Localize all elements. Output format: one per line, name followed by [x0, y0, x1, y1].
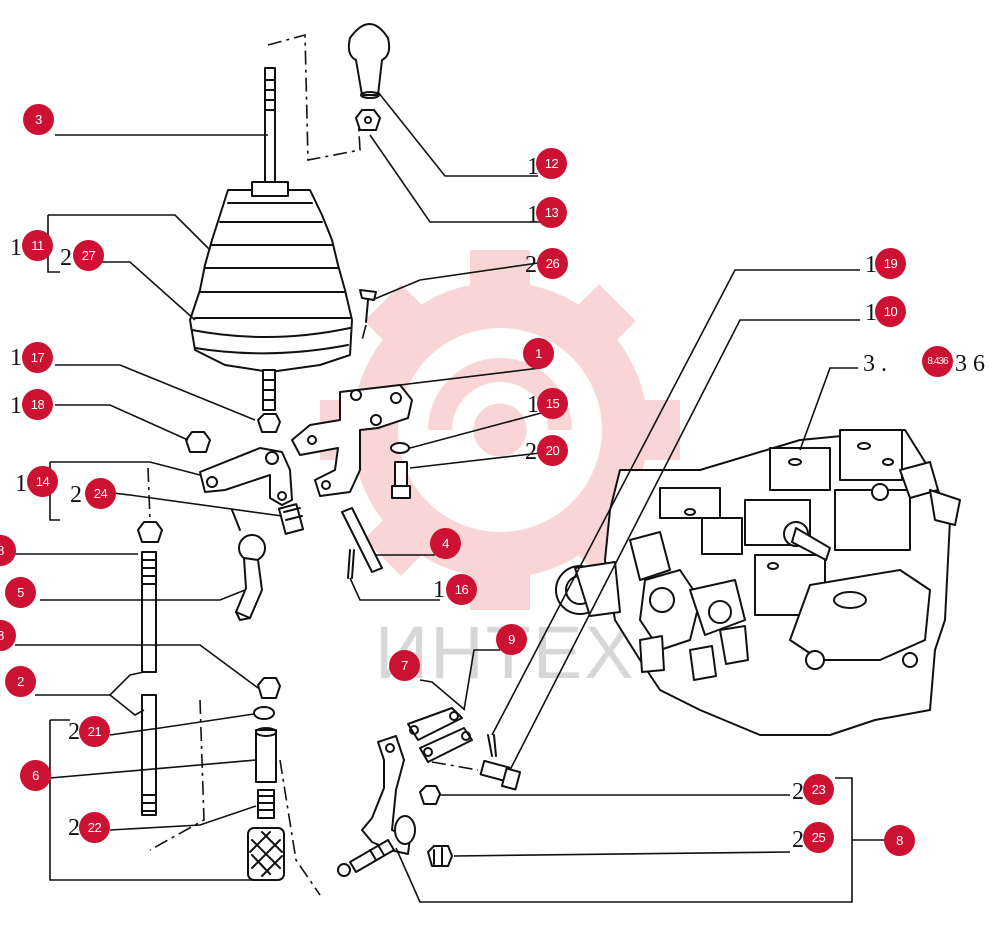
callout-24[interactable]: 24	[85, 478, 116, 509]
screw-part-26	[359, 289, 377, 341]
bracket-part-1	[291, 384, 413, 497]
threaded-rod-upper-part-2	[141, 551, 157, 673]
threaded-rod-lower-part-2	[141, 694, 157, 816]
nut-part-18	[185, 431, 211, 453]
callout-26[interactable]: 26	[537, 248, 568, 279]
printed-label-24: 2	[70, 482, 82, 508]
printed-label-10: 1	[865, 300, 877, 326]
callout-reference[interactable]: 8.436	[922, 346, 953, 377]
centerline-link	[431, 761, 479, 771]
links-part-7	[407, 707, 473, 763]
callout-7[interactable]: 7	[389, 650, 420, 681]
rubber-boot-part-11	[189, 181, 353, 373]
callout-14[interactable]: 14	[27, 466, 58, 497]
nut-part-23	[419, 785, 441, 805]
centerline-left-2	[149, 699, 205, 851]
callout-6[interactable]: 6	[20, 760, 51, 791]
callout-8-upper[interactable]: 8	[0, 535, 16, 566]
callout-17[interactable]: 17	[22, 342, 53, 373]
nut-part-17	[257, 413, 281, 433]
nut-part-25	[427, 845, 453, 867]
centerline-left-1	[147, 467, 151, 521]
printed-reference-suffix: 3 6	[955, 351, 985, 377]
washer-part-21	[253, 706, 275, 720]
printed-label-16: 1	[433, 577, 445, 603]
callout-2[interactable]: 2	[5, 666, 36, 697]
printed-label-15: 1	[527, 392, 539, 418]
lower-lever-arm	[361, 735, 416, 855]
callout-12[interactable]: 12	[536, 148, 567, 179]
printed-label-27: 2	[60, 245, 72, 271]
pin-rod-lower	[337, 839, 395, 877]
printed-label-26: 2	[525, 252, 537, 278]
ball-joint-part-5	[231, 509, 266, 621]
printed-label-21: 2	[68, 719, 80, 745]
callout-1[interactable]: 1	[523, 338, 554, 369]
printed-label-23: 2	[792, 779, 804, 805]
callout-23[interactable]: 23	[803, 774, 834, 805]
sleeve-part-6	[255, 727, 277, 783]
callout-18[interactable]: 18	[22, 389, 53, 420]
callout-13[interactable]: 13	[536, 197, 567, 228]
printed-label-11: 1	[10, 235, 22, 261]
knurled-sleeve-part-6	[247, 827, 285, 881]
callout-9[interactable]: 9	[496, 624, 527, 655]
printed-label-17: 1	[10, 345, 22, 371]
callout-21[interactable]: 21	[79, 716, 110, 747]
callout-8-lower[interactable]: 8	[884, 825, 915, 856]
pin-part-4	[341, 507, 383, 573]
printed-label-22: 2	[68, 815, 80, 841]
spring-part-22	[257, 789, 275, 819]
lever-rod-part-3	[264, 67, 276, 194]
centerline-left-3	[279, 759, 321, 896]
watermark-center	[473, 403, 527, 457]
centerline-lever-top	[267, 33, 361, 161]
leader-lines	[15, 91, 885, 903]
knob-part-12	[347, 23, 391, 99]
link-part-14	[199, 447, 293, 506]
bolt-part-20	[391, 461, 411, 499]
callout-19[interactable]: 19	[875, 248, 906, 279]
callout-8-middle[interactable]: 8	[0, 620, 16, 651]
control-valve-assembly	[555, 429, 961, 736]
printed-reference-prefix: 3 .	[863, 351, 887, 377]
bolt-lower-link	[479, 759, 522, 791]
washer-part-15	[390, 442, 410, 454]
callout-16[interactable]: 16	[446, 574, 477, 605]
callout-3[interactable]: 3	[23, 104, 54, 135]
cotter-pin-part-9	[487, 734, 497, 757]
callout-5[interactable]: 5	[5, 577, 36, 608]
printed-label-25: 2	[792, 827, 804, 853]
printed-label-20: 2	[525, 439, 537, 465]
lever-stem-lower	[262, 369, 276, 411]
nut-part-8-upper	[137, 521, 163, 543]
callout-25[interactable]: 25	[803, 822, 834, 853]
callout-4[interactable]: 4	[430, 528, 461, 559]
callout-27[interactable]: 27	[73, 240, 104, 271]
nut-part-8-middle	[257, 677, 281, 699]
callout-11[interactable]: 11	[22, 230, 53, 261]
nut-part-13	[355, 109, 381, 131]
spacer-part-24	[277, 503, 305, 535]
watermark-gear-ring	[352, 282, 648, 578]
callout-10[interactable]: 10	[875, 296, 906, 327]
callout-15[interactable]: 15	[537, 388, 568, 419]
printed-label-19: 1	[865, 252, 877, 278]
printed-label-18: 1	[10, 393, 22, 419]
cotter-pin-part-16	[347, 549, 355, 579]
callout-20[interactable]: 20	[537, 435, 568, 466]
printed-label-14: 1	[15, 471, 27, 497]
callout-22[interactable]: 22	[79, 812, 110, 843]
